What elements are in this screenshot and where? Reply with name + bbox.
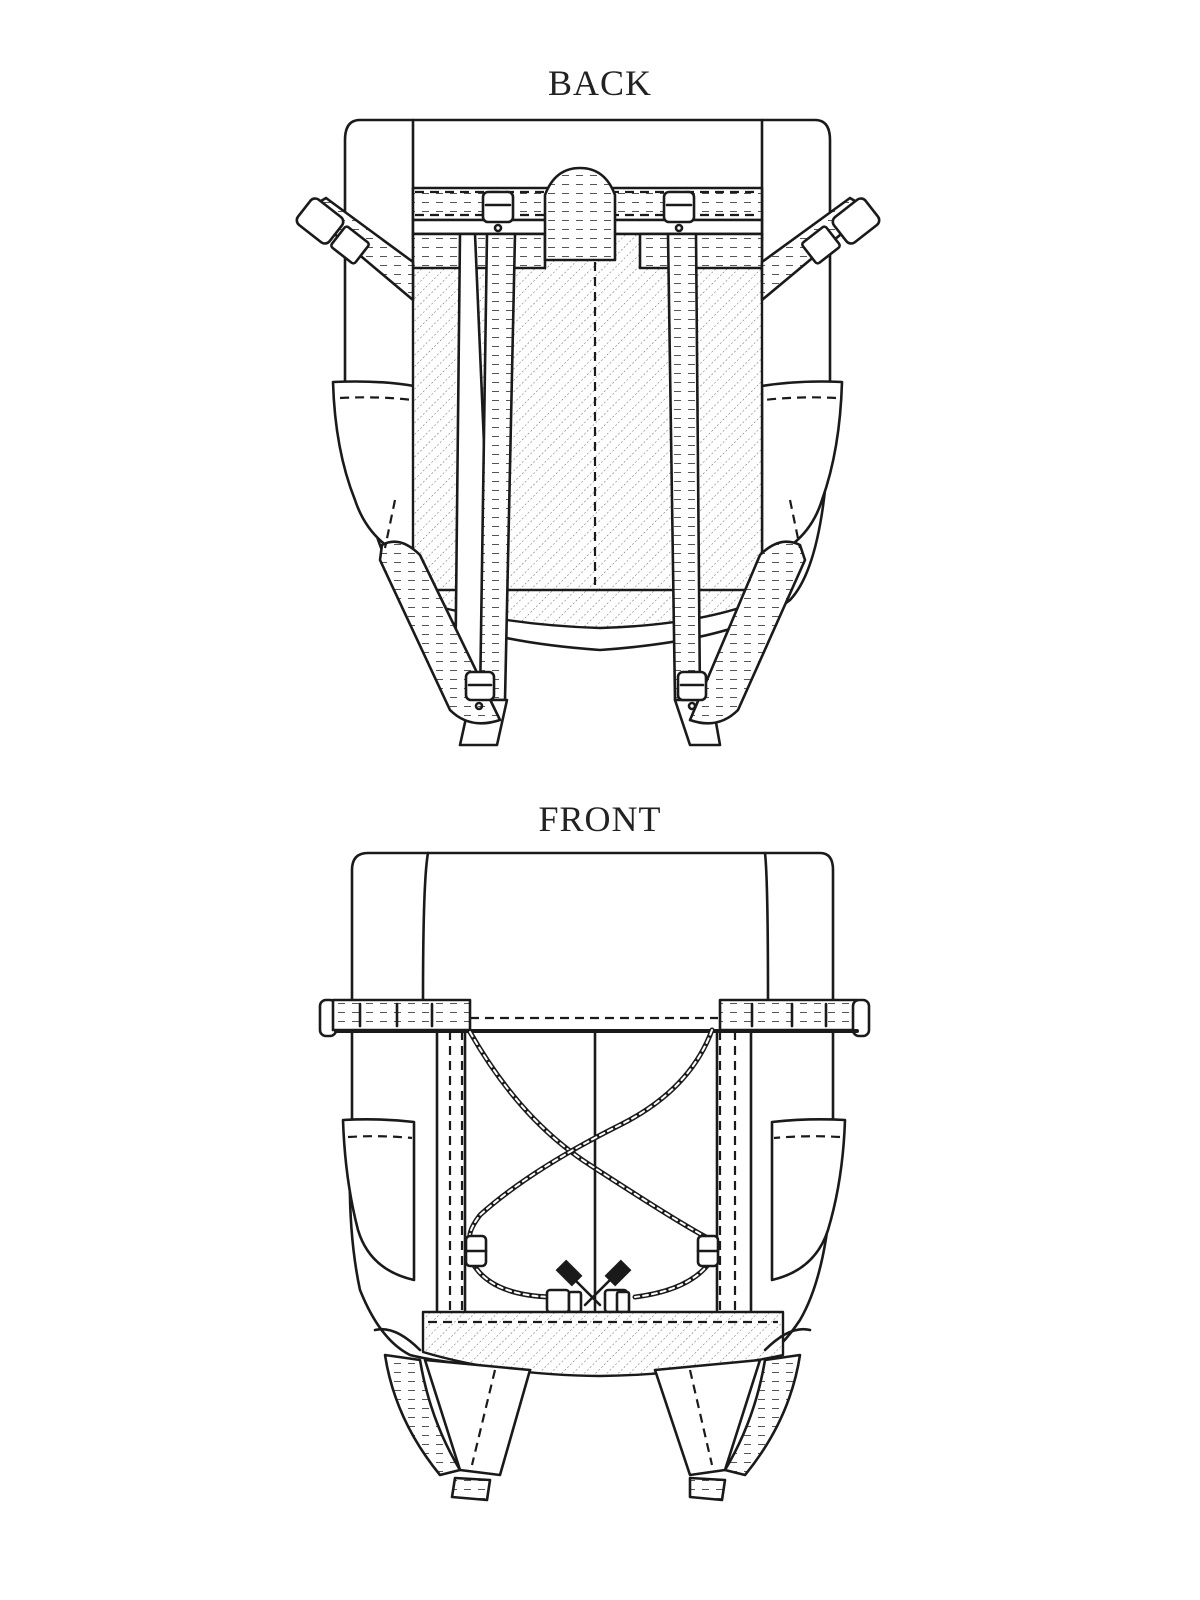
front-view (318, 851, 871, 1502)
front-side-seam-right (763, 851, 770, 1002)
lower-strap-loop-right (688, 540, 807, 725)
top-carry-handle (543, 166, 617, 262)
back-side-pocket-right (760, 380, 844, 562)
back-view (295, 118, 881, 747)
shoulder-strap-right (666, 232, 702, 702)
loop-stitch (383, 499, 397, 549)
ladder-buckle-bottom-right (676, 670, 708, 711)
strap-curl-right (763, 1327, 812, 1352)
pocket-stitch (339, 396, 413, 402)
strap-stitch (470, 1369, 497, 1466)
strap-curl-left (373, 1327, 422, 1352)
front-strap-right (653, 1353, 802, 1502)
front-side-pocket-left (341, 1118, 416, 1282)
ladder-buckle-bottom-left (464, 670, 496, 711)
loop-stitch (788, 499, 802, 549)
back-side-pocket-left (331, 380, 416, 562)
back-upper-webbing-left (411, 232, 547, 270)
cord-loop-right (696, 1234, 720, 1268)
front-strap-left (383, 1353, 532, 1502)
pocket-stitch (763, 396, 837, 402)
strap-stitch (688, 1369, 714, 1466)
front-side-seam-left (421, 851, 430, 1002)
side-compression-strap-right (760, 196, 881, 302)
cord-loop-left (464, 1234, 488, 1268)
front-view-title: FRONT (538, 799, 662, 839)
ladder-buckle-top-right (662, 190, 696, 233)
pocket-stitch (347, 1135, 413, 1140)
ladder-buckle-top-left (481, 190, 515, 233)
pocket-stitch (773, 1135, 841, 1140)
back-view-title: BACK (547, 63, 653, 103)
side-compression-strap-left (295, 196, 415, 302)
back-upper-webbing-right (638, 232, 764, 270)
bungee-cord (467, 1027, 715, 1300)
cord-locks (545, 1259, 632, 1314)
front-side-pocket-right (770, 1118, 847, 1282)
